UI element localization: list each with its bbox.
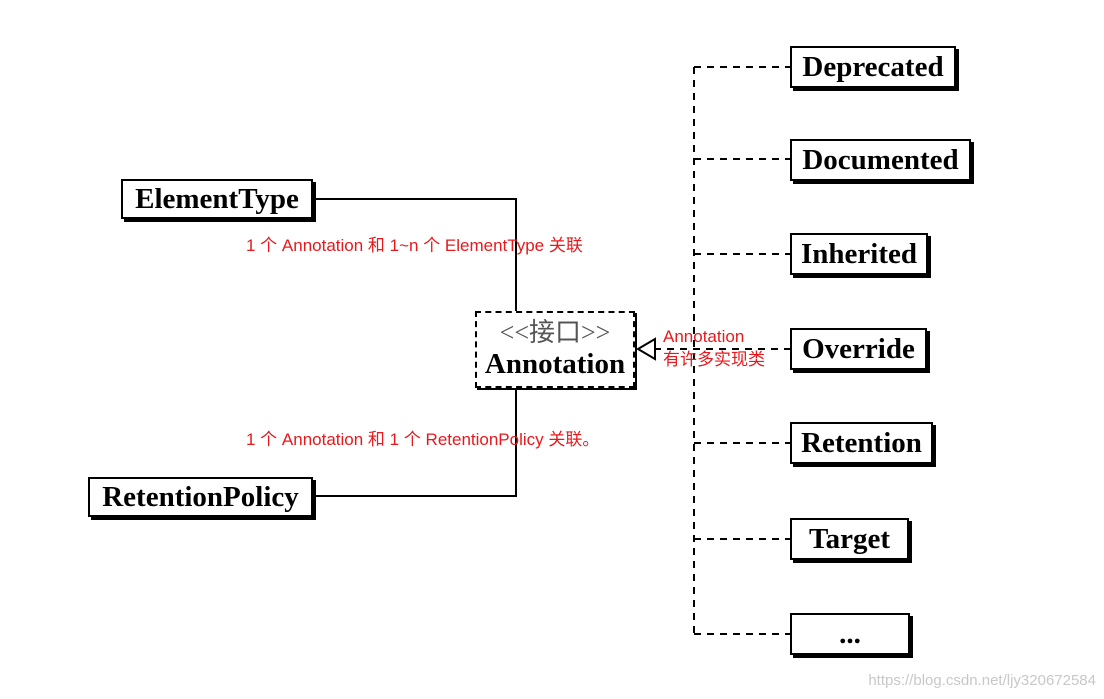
more-class-box: ... xyxy=(790,613,910,655)
watermark: https://blog.csdn.net/ljy320672584 xyxy=(868,672,1096,689)
retentionpolicy-class-box: RetentionPolicy xyxy=(88,477,313,517)
deprecated-class-box: Deprecated xyxy=(790,46,956,88)
elementtype-association-line xyxy=(313,198,517,313)
documented-class-box: Documented xyxy=(790,139,971,181)
inherited-class-box: Inherited xyxy=(790,233,928,275)
implementations-note-line1: Annotation xyxy=(663,327,745,346)
override-class-box: Override xyxy=(790,328,927,370)
elementtype-class-box: ElementType xyxy=(121,179,313,219)
annotation-interface-box: <<接口>> Annotation xyxy=(475,311,635,388)
target-class-box: Target xyxy=(790,518,909,560)
realization-arrowhead xyxy=(636,337,656,361)
retentionpolicy-association-line xyxy=(313,388,517,497)
interface-name: Annotation xyxy=(484,347,626,380)
retention-class-box: Retention xyxy=(790,422,933,464)
interface-stereotype: <<接口>> xyxy=(499,317,611,347)
retentionpolicy-association-note: 1 个 Annotation 和 1 个 RetentionPolicy 关联。 xyxy=(246,430,600,449)
implementations-note-line2: 有许多实现类 xyxy=(663,350,765,369)
elementtype-association-note: 1 个 Annotation 和 1~n 个 ElementType 关联 xyxy=(246,236,583,255)
